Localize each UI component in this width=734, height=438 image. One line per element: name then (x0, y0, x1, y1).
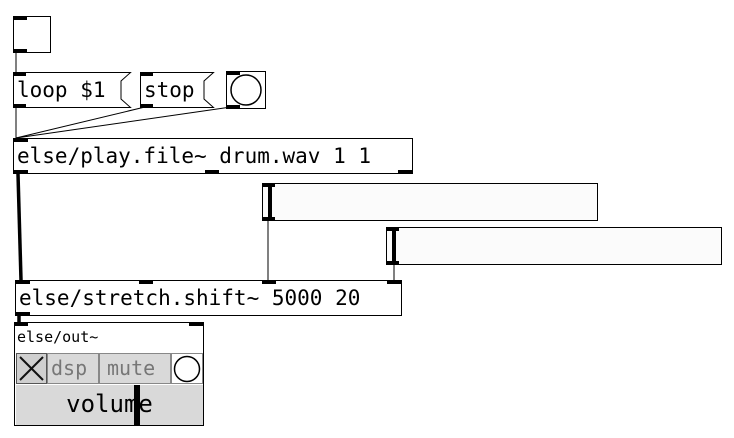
outlet-left (16, 312, 30, 316)
message-outline (13, 72, 132, 108)
object-play-file[interactable]: else/play.file~ drum.wav 1 1 (13, 138, 413, 174)
outlet (227, 105, 240, 109)
message-stop[interactable]: stop (140, 72, 215, 108)
outlet (387, 261, 399, 265)
message-loop[interactable]: loop $1 (13, 72, 132, 108)
mute-label: mute (107, 356, 156, 380)
object-stretch-shift[interactable]: else/stretch.shift~ 5000 20 (15, 280, 402, 316)
out-bang[interactable] (171, 353, 203, 384)
message-stop-label: stop (144, 78, 195, 102)
outlet-left (14, 170, 28, 174)
mute-button[interactable]: mute (99, 353, 171, 384)
volume-slider-knob[interactable] (134, 385, 140, 425)
inlet (387, 227, 399, 231)
inlet-right (189, 322, 203, 326)
bang-circle-icon (173, 355, 201, 383)
dsp-label: dsp (51, 356, 88, 380)
inlet-left (16, 280, 30, 284)
inlet-third (262, 280, 276, 284)
outlet (14, 49, 27, 53)
inlet-second (139, 280, 153, 284)
bang-circle-icon (230, 74, 262, 106)
volume-slider[interactable]: volume (16, 385, 203, 425)
dsp-toggle[interactable] (16, 353, 47, 384)
object-stretch-shift-label: else/stretch.shift~ 5000 20 (19, 286, 361, 310)
out-title: else/out~ (17, 328, 99, 346)
outlet-middle (205, 170, 219, 174)
inlet (263, 183, 275, 187)
message-loop-label: loop $1 (17, 78, 106, 102)
inlet-left (15, 322, 28, 326)
volume-label: volume (66, 390, 153, 418)
object-play-file-label: else/play.file~ drum.wav 1 1 (17, 144, 372, 168)
slider-1-knob[interactable] (268, 184, 272, 220)
cord-play-to-stretch-signal (16, 173, 23, 281)
message-outline (140, 72, 215, 108)
inlet (14, 16, 27, 20)
dsp-label-box[interactable]: dsp (47, 353, 99, 384)
horizontal-slider-2[interactable] (386, 227, 722, 265)
outlet (263, 217, 275, 221)
cord-bang-to-play (15, 106, 232, 139)
toggle-box[interactable] (13, 16, 51, 53)
horizontal-slider-1[interactable] (262, 183, 598, 221)
close-x-icon (19, 356, 44, 381)
slider-2-knob[interactable] (392, 228, 396, 264)
out-module: else/out~ dsp mute volume (14, 322, 204, 426)
inlet (227, 71, 240, 75)
bang-button[interactable] (226, 71, 266, 109)
inlet-right (387, 280, 401, 284)
outlet-right (398, 170, 412, 174)
cord-stop-to-play (15, 106, 146, 139)
inlet-left (14, 138, 28, 142)
